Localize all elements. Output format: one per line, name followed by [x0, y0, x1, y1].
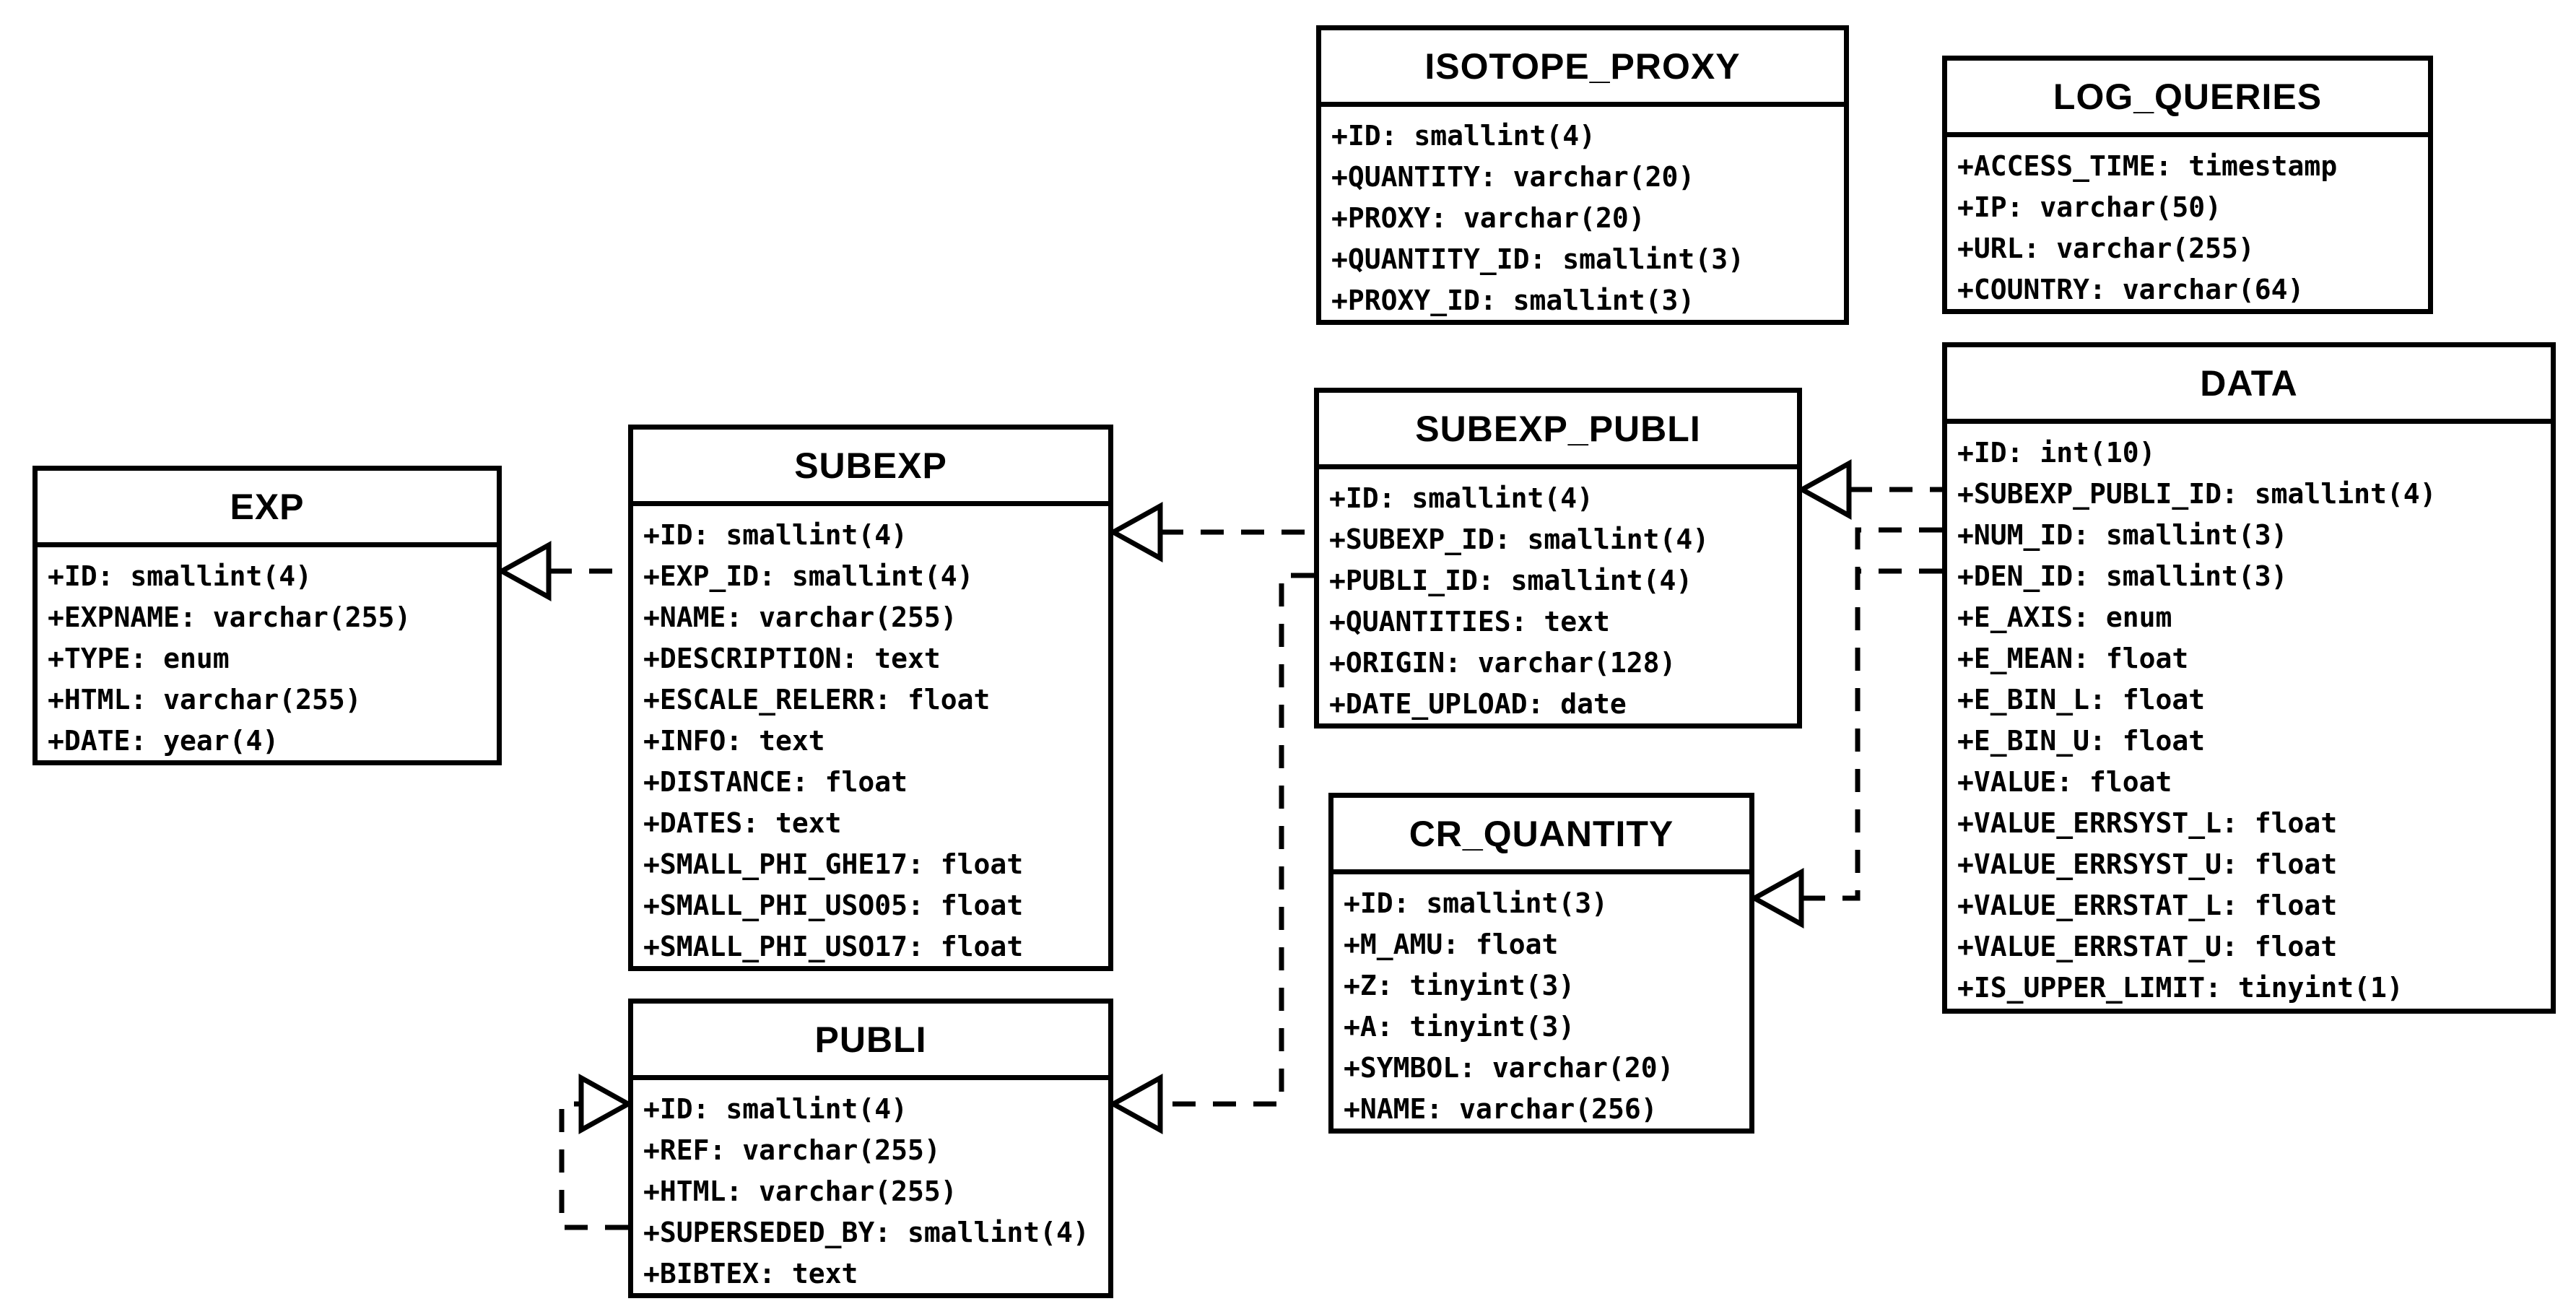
field-row: +TYPE: enum	[48, 643, 230, 674]
field-row: +NUM_ID: smallint(3)	[1957, 519, 2288, 551]
table-fields: +ID: smallint(4) +EXP_ID: smallint(4) +N…	[633, 506, 1108, 976]
field-row: +VALUE: float	[1957, 766, 2172, 798]
rel-publi-self-line	[559, 1101, 628, 1230]
field-row: +ORIGIN: varchar(128)	[1329, 647, 1676, 679]
table-title: PUBLI	[633, 1004, 1108, 1080]
field-row: +PROXY_ID: smallint(3)	[1331, 284, 1695, 316]
field-row: +SYMBOL: varchar(20)	[1344, 1052, 1674, 1084]
table-fields: +ACCESS_TIME: timestamp +IP: varchar(50)…	[1947, 137, 2428, 319]
table-cr-quantity[interactable]: CR_QUANTITY +ID: smallint(3) +M_AMU: flo…	[1328, 793, 1754, 1134]
field-row: +VALUE_ERRSTAT_U: float	[1957, 931, 2338, 962]
rel-subexppubli-subexp-arrowhead	[1108, 502, 1163, 562]
field-row: +QUANTITIES: text	[1329, 606, 1610, 638]
rel-data-crquantity-arrowhead	[1749, 868, 1804, 929]
field-row: +URL: varchar(255)	[1957, 232, 2255, 264]
field-row: +ESCALE_RELERR: float	[643, 684, 991, 716]
field-row: +M_AMU: float	[1344, 929, 1559, 960]
table-title: ISOTOPE_PROXY	[1321, 30, 1844, 107]
table-title: SUBEXP_PUBLI	[1319, 393, 1797, 469]
field-row: +Z: tinyint(3)	[1344, 970, 1575, 1001]
table-publi[interactable]: PUBLI +ID: smallint(4) +REF: varchar(255…	[628, 999, 1113, 1298]
field-row: +QUANTITY_ID: smallint(3)	[1331, 243, 1744, 275]
table-fields: +ID: smallint(3) +M_AMU: float +Z: tinyi…	[1333, 874, 1749, 1139]
table-isotope-proxy[interactable]: ISOTOPE_PROXY +ID: smallint(4) +QUANTITY…	[1316, 25, 1849, 325]
field-row: +DEN_ID: smallint(3)	[1957, 560, 2288, 592]
field-row: +EXP_ID: smallint(4)	[643, 560, 974, 592]
table-subexp-publi[interactable]: SUBEXP_PUBLI +ID: smallint(4) +SUBEXP_ID…	[1314, 388, 1802, 729]
field-row: +ID: smallint(3)	[1344, 887, 1609, 919]
field-row: +SMALL_PHI_USO05: float	[643, 890, 1024, 921]
field-row: +DESCRIPTION: text	[643, 643, 941, 674]
field-row: +ID: smallint(4)	[1329, 482, 1594, 514]
field-row: +REF: varchar(255)	[643, 1134, 941, 1166]
field-row: +DISTANCE: float	[643, 766, 908, 798]
field-row: +IP: varchar(50)	[1957, 191, 2222, 223]
rel-subexp-exp-arrowhead	[496, 541, 552, 601]
table-data[interactable]: DATA +ID: int(10) +SUBEXP_PUBLI_ID: smal…	[1942, 342, 2556, 1014]
rel-data-subexppubli-arrowhead	[1796, 459, 1852, 520]
field-row: +DATE: year(4)	[48, 725, 279, 757]
table-log-queries[interactable]: LOG_QUERIES +ACCESS_TIME: timestamp +IP:…	[1942, 56, 2433, 314]
field-row: +ACCESS_TIME: timestamp	[1957, 150, 2338, 182]
field-row: +VALUE_ERRSYST_U: float	[1957, 848, 2338, 880]
field-row: +IS_UPPER_LIMIT: tinyint(1)	[1957, 972, 2403, 1004]
field-row: +ID: smallint(4)	[1331, 120, 1596, 152]
field-row: +ID: int(10)	[1957, 437, 2156, 469]
field-row: +ID: smallint(4)	[48, 560, 313, 592]
field-row: +SUBEXP_PUBLI_ID: smallint(4)	[1957, 478, 2437, 510]
table-title: LOG_QUERIES	[1947, 61, 2428, 137]
field-row: +DATES: text	[643, 807, 842, 839]
field-row: +ID: smallint(4)	[643, 1093, 908, 1125]
table-title: CR_QUANTITY	[1333, 798, 1749, 874]
field-row: +SUBEXP_ID: smallint(4)	[1329, 523, 1710, 555]
field-row: +VALUE_ERRSYST_L: float	[1957, 807, 2338, 839]
table-subexp[interactable]: SUBEXP +ID: smallint(4) +EXP_ID: smallin…	[628, 425, 1113, 971]
field-row: +E_MEAN: float	[1957, 643, 2189, 674]
table-fields: +ID: int(10) +SUBEXP_PUBLI_ID: smallint(…	[1947, 424, 2551, 1017]
field-row: +SMALL_PHI_GHE17: float	[643, 848, 1024, 880]
field-row: +ID: smallint(4)	[643, 519, 908, 551]
field-row: +HTML: varchar(255)	[643, 1175, 957, 1207]
table-title: SUBEXP	[633, 430, 1108, 506]
table-exp[interactable]: EXP +ID: smallint(4) +EXPNAME: varchar(2…	[32, 466, 502, 765]
field-row: +PUBLI_ID: smallint(4)	[1329, 565, 1693, 596]
rel-publi-self-arrowhead	[578, 1074, 634, 1134]
field-row: +BIBTEX: text	[643, 1258, 858, 1290]
field-row: +E_BIN_U: float	[1957, 725, 2206, 757]
table-title: EXP	[38, 471, 497, 547]
rel-subexppubli-publi-arrowhead	[1108, 1074, 1163, 1134]
table-title: DATA	[1947, 347, 2551, 424]
table-fields: +ID: smallint(4) +REF: varchar(255) +HTM…	[633, 1080, 1108, 1303]
field-row: +QUANTITY: varchar(20)	[1331, 161, 1695, 193]
field-row: +NAME: varchar(255)	[643, 601, 957, 633]
field-row: +HTML: varchar(255)	[48, 684, 362, 716]
rel-subexppubli-publi-line	[1160, 573, 1314, 1107]
field-row: +DATE_UPLOAD: date	[1329, 688, 1627, 720]
table-fields: +ID: smallint(4) +EXPNAME: varchar(255) …	[38, 547, 497, 770]
field-row: +EXPNAME: varchar(255)	[48, 601, 412, 633]
field-row: +COUNTRY: varchar(64)	[1957, 274, 2305, 305]
field-row: +E_BIN_L: float	[1957, 684, 2206, 716]
table-fields: +ID: smallint(4) +SUBEXP_ID: smallint(4)…	[1319, 469, 1797, 734]
rel-data-crquantity-num-line	[1801, 527, 1942, 901]
table-fields: +ID: smallint(4) +QUANTITY: varchar(20) …	[1321, 107, 1844, 330]
field-row: +PROXY: varchar(20)	[1331, 202, 1645, 234]
field-row: +A: tinyint(3)	[1344, 1011, 1575, 1043]
field-row: +INFO: text	[643, 725, 825, 757]
field-row: +VALUE_ERRSTAT_L: float	[1957, 890, 2338, 921]
field-row: +NAME: varchar(256)	[1344, 1093, 1658, 1125]
field-row: +E_AXIS: enum	[1957, 601, 2172, 633]
field-row: +SMALL_PHI_USO17: float	[643, 931, 1024, 962]
field-row: +SUPERSEDED_BY: smallint(4)	[643, 1217, 1089, 1248]
